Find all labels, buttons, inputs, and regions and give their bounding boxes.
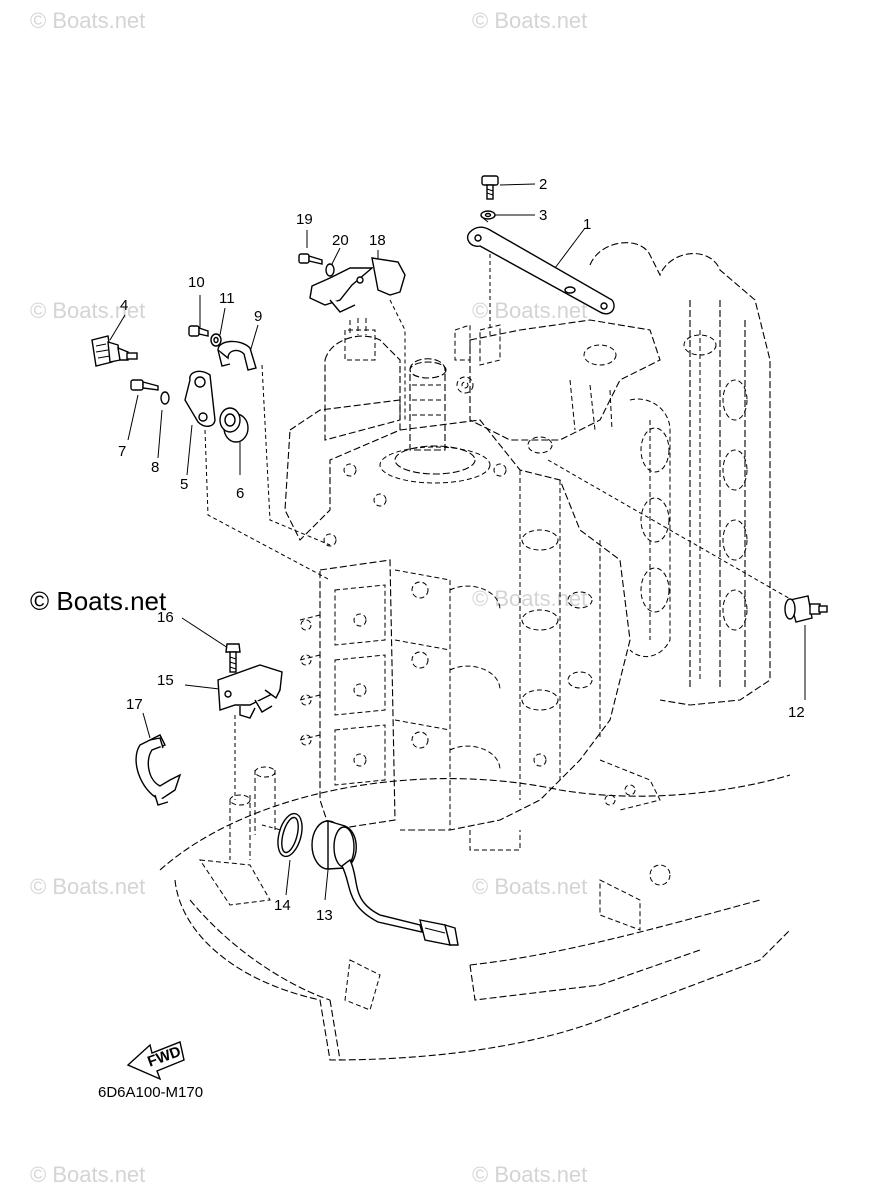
- part-17-clip[interactable]: [135, 734, 182, 806]
- watermark-top-left: © Boats.net: [30, 8, 146, 33]
- callout-12[interactable]: 12: [788, 704, 805, 721]
- callout-8[interactable]: 8: [151, 459, 159, 476]
- part-7-bolt[interactable]: [130, 379, 159, 391]
- callout-1[interactable]: 1: [583, 216, 591, 233]
- watermark-bottom-right: © Boats.net: [472, 1162, 588, 1187]
- callout-18[interactable]: 18: [369, 232, 386, 249]
- part-11-washer[interactable]: [210, 333, 222, 347]
- part-8-washer[interactable]: [160, 391, 170, 405]
- part-15-bracket[interactable]: [217, 664, 283, 719]
- watermark-center-left: © Boats.net: [30, 586, 167, 616]
- part-10-screw[interactable]: [188, 325, 209, 337]
- part-3-washer[interactable]: [480, 210, 496, 220]
- part-5-gasket[interactable]: [184, 370, 216, 427]
- part-2-bolt[interactable]: [481, 175, 499, 200]
- part-9-clamp[interactable]: [217, 340, 257, 371]
- watermark-lower-right: © Boats.net: [472, 874, 588, 899]
- callout-16[interactable]: 16: [157, 609, 174, 626]
- callout-17[interactable]: 17: [126, 696, 143, 713]
- callout-3[interactable]: 3: [539, 207, 547, 224]
- part-20-washer[interactable]: [325, 263, 335, 277]
- callout-2[interactable]: 2: [539, 176, 547, 193]
- part-6-grommet[interactable]: [219, 407, 249, 443]
- part-16-bolt[interactable]: [225, 643, 241, 673]
- callout-7[interactable]: 7: [118, 443, 126, 460]
- callout-15[interactable]: 15: [157, 672, 174, 689]
- callout-19[interactable]: 19: [296, 211, 313, 228]
- callout-4[interactable]: 4: [120, 297, 128, 314]
- watermark-top-right: © Boats.net: [472, 8, 588, 33]
- diagram-code: 6D6A100-M170: [98, 1084, 203, 1101]
- leader-lines: [109, 183, 806, 901]
- fwd-arrow-icon: FWD: [126, 1041, 185, 1081]
- watermark-bottom-left: © Boats.net: [30, 1162, 146, 1187]
- callout-13[interactable]: 13: [316, 907, 333, 924]
- part-12-sensor[interactable]: [784, 595, 828, 623]
- part-18-bracket[interactable]: [309, 257, 406, 313]
- callout-20[interactable]: 20: [332, 232, 349, 249]
- callout-6[interactable]: 6: [236, 485, 244, 502]
- part-4-sensor[interactable]: [91, 335, 138, 367]
- watermark-mid-right: © Boats.net: [472, 298, 588, 323]
- callout-14[interactable]: 14: [274, 897, 291, 914]
- watermark-mid-left: © Boats.net: [30, 298, 146, 323]
- part-13-sensor-harness[interactable]: [311, 820, 459, 946]
- callout-10[interactable]: 10: [188, 274, 205, 291]
- callout-5[interactable]: 5: [180, 476, 188, 493]
- bottom-cowling-outline: [159, 766, 791, 1061]
- part-14-o-ring[interactable]: [274, 811, 307, 859]
- engine-block-outline: [284, 242, 771, 851]
- part-1-bracket[interactable]: [466, 226, 615, 315]
- part-19-bolt[interactable]: [298, 253, 323, 265]
- callout-9[interactable]: 9: [254, 308, 262, 325]
- callout-11[interactable]: 11: [219, 290, 235, 307]
- watermark-lower-left: © Boats.net: [30, 874, 146, 899]
